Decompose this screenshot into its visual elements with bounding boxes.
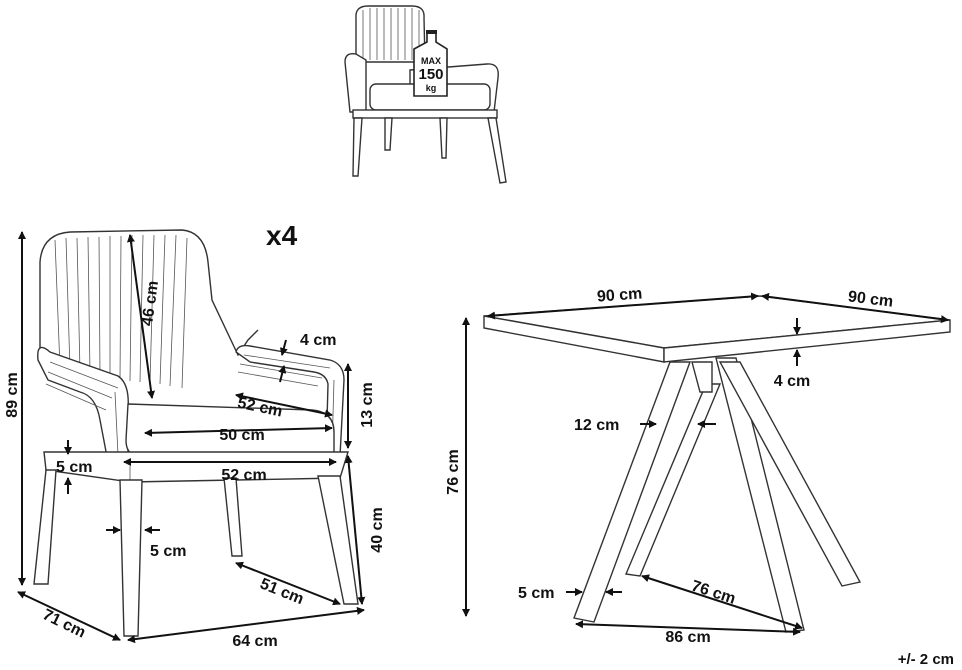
quantity-label: x4 bbox=[266, 220, 298, 251]
label-arm-thickness: 4 cm bbox=[300, 332, 336, 349]
chair-dimensions bbox=[17, 231, 366, 644]
label-arm-height: 13 cm bbox=[359, 382, 376, 427]
label-base-width: 86 cm bbox=[665, 629, 710, 646]
chair-illustration bbox=[33, 229, 359, 637]
table-illustration bbox=[483, 295, 951, 633]
label-chair-height: 89 cm bbox=[4, 372, 21, 417]
label-chair-depth: 71 cm bbox=[40, 606, 88, 641]
label-frame-width: 52 cm bbox=[221, 467, 266, 484]
dim-table-width-left bbox=[487, 292, 759, 320]
badge-max: MAX bbox=[421, 56, 441, 66]
small-chair-illustration: MAX 150 kg bbox=[344, 5, 507, 184]
label-back-height: 46 cm bbox=[139, 280, 162, 327]
dim-base-width bbox=[575, 620, 801, 636]
label-leg-width: 5 cm bbox=[150, 543, 186, 560]
badge-unit: kg bbox=[426, 83, 437, 93]
dim-back-height bbox=[126, 234, 156, 399]
dim-base-depth bbox=[641, 574, 803, 630]
dim-leg-depth bbox=[235, 561, 341, 606]
weight-badge: MAX 150 kg bbox=[413, 30, 448, 97]
tolerance-note: +/- 2 cm bbox=[898, 651, 954, 668]
label-seat-width: 50 cm bbox=[219, 427, 264, 444]
label-frame-thickness: 5 cm bbox=[56, 459, 92, 476]
dim-seat-width bbox=[144, 424, 333, 437]
dim-chair-width bbox=[127, 606, 365, 644]
table-dimensions bbox=[462, 292, 949, 636]
dim-seat-depth bbox=[235, 392, 333, 418]
badge-weight-value: 150 bbox=[418, 66, 443, 83]
dim-seat-height bbox=[344, 455, 366, 605]
label-base-depth: 76 cm bbox=[689, 578, 737, 608]
dim-chair-depth bbox=[17, 591, 121, 641]
label-foot-width: 5 cm bbox=[518, 585, 554, 602]
dim-arm-thickness bbox=[279, 339, 288, 356]
label-seat-height: 40 cm bbox=[369, 507, 386, 552]
label-table-width-left: 90 cm bbox=[596, 285, 642, 305]
label-chair-width: 64 cm bbox=[232, 633, 277, 650]
label-table-leg-width: 12 cm bbox=[574, 417, 619, 434]
dim-table-width-right bbox=[761, 292, 949, 324]
label-table-width-right: 90 cm bbox=[847, 288, 894, 310]
label-table-height: 76 cm bbox=[445, 449, 462, 494]
label-top-thickness: 4 cm bbox=[774, 373, 810, 390]
